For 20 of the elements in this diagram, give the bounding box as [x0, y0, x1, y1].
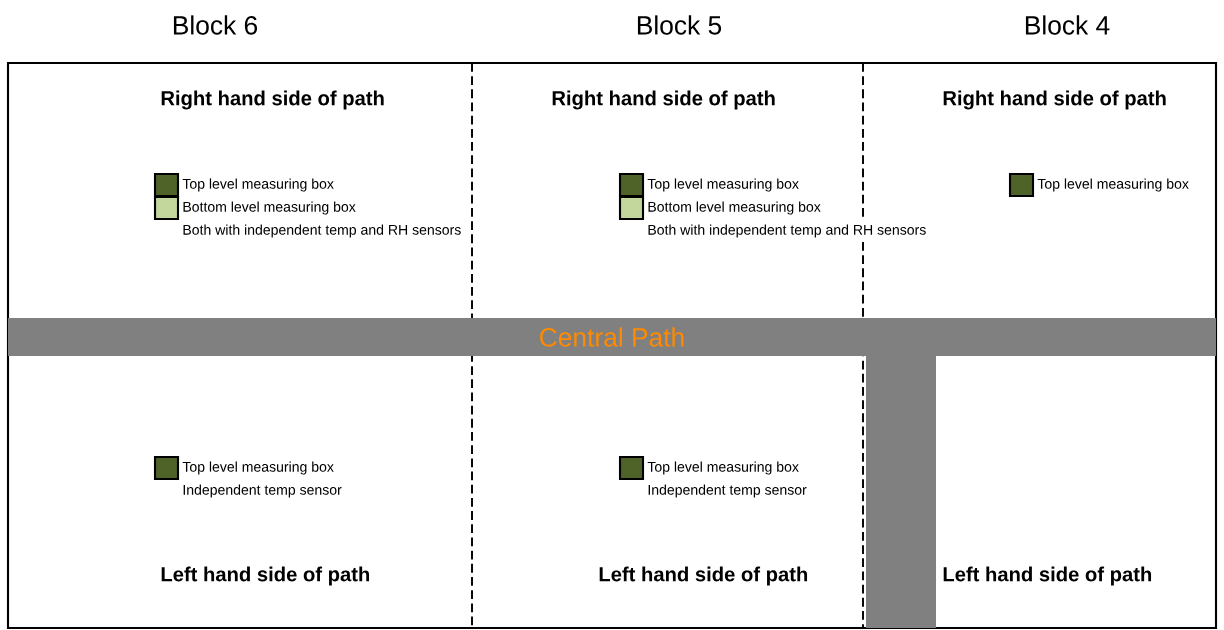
sensor-note: Independent temp sensor: [183, 484, 342, 498]
legend-text: Bottom level measuring box: [183, 201, 356, 215]
legend-text: Top level measuring box: [647, 461, 799, 475]
block-title: Block 5: [637, 15, 722, 35]
side-heading: Right hand side of path: [161, 90, 384, 110]
side-heading: Left hand side of path: [161, 566, 370, 586]
side-heading: Right hand side of path: [552, 90, 775, 110]
block-title: Block 4: [1025, 15, 1110, 35]
sensor-note: Both with independent temp and RH sensors: [648, 224, 926, 238]
legend-text: Top level measuring box: [182, 461, 334, 475]
side-path-band: [866, 356, 936, 628]
legend-text: Bottom level measuring box: [648, 201, 821, 215]
legend-text: Top level measuring box: [647, 178, 799, 192]
sensor-note: Independent temp sensor: [648, 484, 807, 498]
legend-text: Top level measuring box: [1037, 178, 1189, 192]
side-heading: Right hand side of path: [943, 90, 1166, 110]
side-heading: Left hand side of path: [599, 566, 808, 586]
legend-text: Top level measuring box: [182, 178, 334, 192]
block-title: Block 6: [173, 15, 258, 35]
sensor-note: Both with independent temp and RH sensors: [183, 224, 461, 238]
